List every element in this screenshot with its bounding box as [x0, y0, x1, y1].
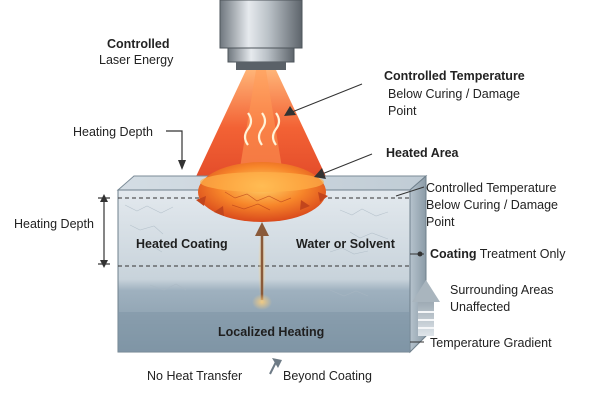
- laser-nozzle: [219, 0, 303, 70]
- temp-side-title: Controlled Temperature: [426, 181, 557, 195]
- heat-spread-arrows: [196, 192, 328, 216]
- temp-side-sub2: Point: [426, 215, 455, 229]
- water-solvent-label: Water or Solvent: [296, 237, 395, 251]
- coating-treatment-rest: Treatment Only: [476, 247, 566, 261]
- temp-top-title: Controlled Temperature: [384, 69, 525, 83]
- heating-depth-side-label: Heating Depth: [14, 217, 94, 231]
- temperature-gradient-label: Temperature Gradient: [430, 336, 552, 350]
- heating-depth-top-pointer: [166, 130, 183, 162]
- localized-heating-label: Localized Heating: [218, 325, 325, 339]
- no-heat-arrow: [269, 361, 277, 375]
- coating-texture: [124, 204, 389, 297]
- leader-temp-side: [395, 186, 425, 197]
- coating-treatment-label: Coating Treatment Only: [430, 246, 565, 262]
- laser-title: Controlled: [107, 37, 170, 51]
- heated-area-label: Heated Area: [386, 146, 459, 160]
- heating-depth-bracket: [98, 194, 110, 268]
- no-heat-label-1: No Heat Transfer: [147, 369, 243, 383]
- no-heat-label-2: Beyond Coating: [283, 369, 372, 383]
- substrate-band: [118, 312, 410, 352]
- laser-beam: [192, 70, 330, 185]
- temp-side-sub1: Below Curing / Damage: [426, 198, 559, 212]
- surrounding-line2: Unaffected: [450, 300, 511, 314]
- temp-top-sub1: Below Curing / Damage: [388, 87, 521, 101]
- surrounding-line1: Surrounding Areas: [450, 283, 554, 297]
- heating-depth-top-label: Heating Depth: [73, 125, 153, 139]
- leader-temp-top: [291, 83, 363, 113]
- gradient-up-arrow: [412, 280, 440, 336]
- heated-coating-label: Heated Coating: [136, 237, 228, 251]
- leader-heated-area: [321, 153, 373, 175]
- laser-subtitle: Laser Energy: [99, 53, 174, 67]
- temp-top-sub2: Point: [388, 104, 417, 118]
- coating-treatment-bold: Coating: [430, 247, 477, 261]
